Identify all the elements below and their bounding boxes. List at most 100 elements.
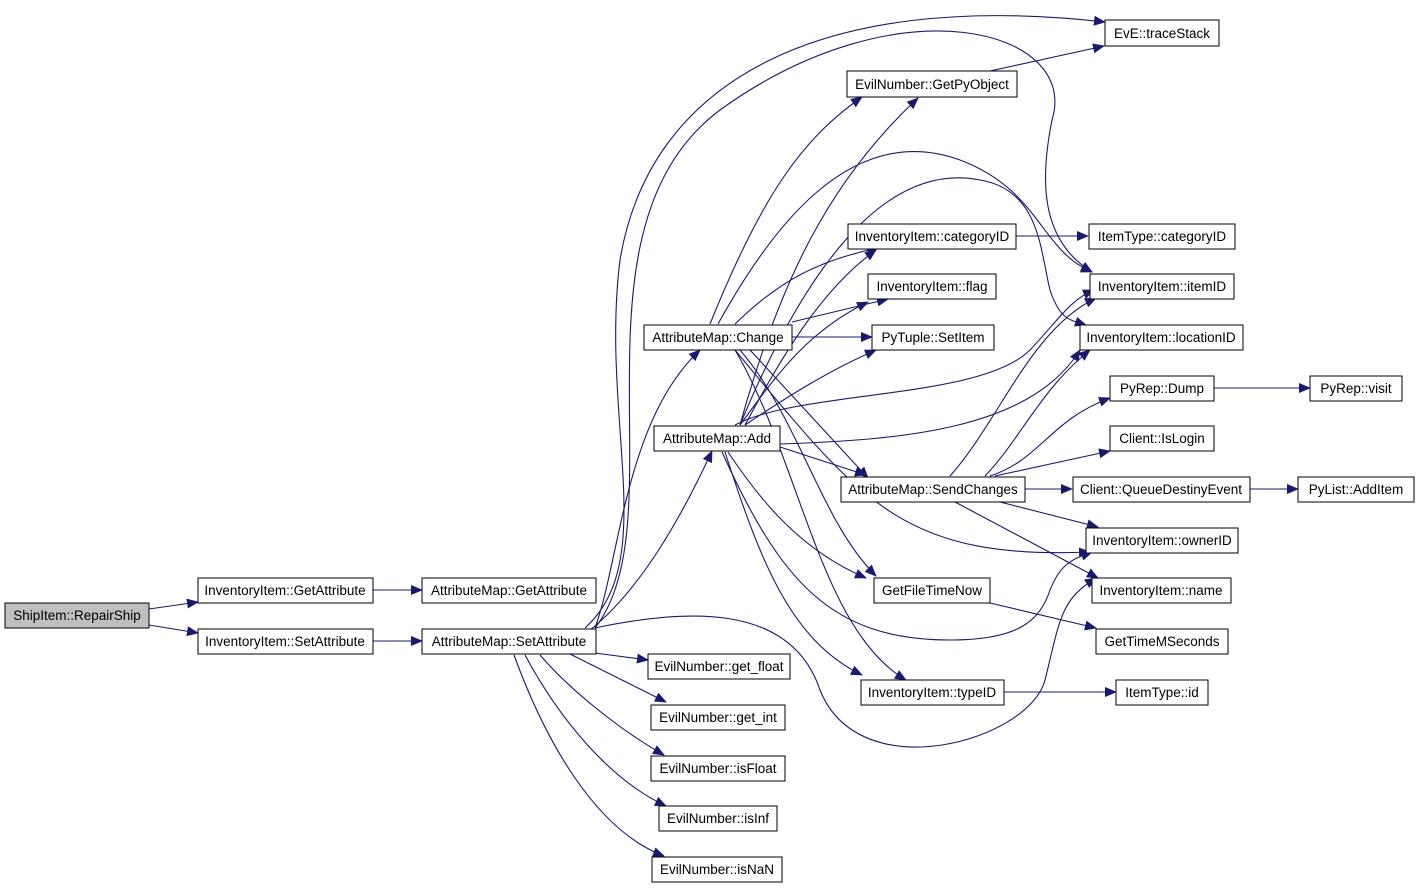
edge-add-typeid (724, 451, 863, 676)
node-en-getint: EvilNumber::get_int (650, 704, 786, 731)
node-gettimemseconds: GetTimeMSeconds (1095, 628, 1229, 655)
edge-amset-getfloat (594, 652, 649, 664)
edge-amset-isnan (513, 654, 665, 857)
node-eve-tracestack: EvE::traceStack (1104, 19, 1220, 47)
edge-change-ownerid (734, 349, 1091, 558)
edge-amset-change (594, 349, 701, 629)
node-am-getattribute: AttributeMap::GetAttribute (421, 577, 597, 604)
node-pyrep-dump: PyRep::Dump (1109, 375, 1215, 402)
node-label: Client::IsLogin (1119, 431, 1205, 446)
node-label: InventoryItem::itemID (1098, 279, 1227, 294)
node-label: InventoryItem::SetAttribute (205, 634, 365, 649)
edge-amset-itemid (594, 30, 1093, 629)
edge-amset-name (594, 577, 1097, 748)
node-label: EvilNumber::get_int (659, 710, 777, 725)
node-pyrep-visit: PyRep::visit (1309, 375, 1403, 402)
node-label: PyRep::visit (1320, 381, 1392, 396)
node-label: InventoryItem::name (1099, 583, 1222, 598)
node-am-add: AttributeMap::Add (653, 425, 781, 452)
node-inv-locationid: InventoryItem::locationID (1079, 324, 1244, 351)
node-label: InventoryItem::ownerID (1092, 533, 1232, 548)
edge-amset-tracestack (584, 15, 1106, 629)
edge-repairship-getattribute (148, 598, 199, 610)
edge-getfiletimenow-mseconds (989, 602, 1097, 631)
node-label: PyRep::Dump (1120, 381, 1204, 396)
node-label: AttributeMap::Add (663, 431, 771, 446)
edge-repairship-setattribute (148, 624, 199, 637)
node-repairship: ShipItem::RepairShip (4, 602, 150, 629)
node-en-isnan: EvilNumber::isNaN (651, 856, 783, 883)
edge-add-locationid-arc (739, 177, 1087, 426)
edge-change-sendchanges (749, 349, 869, 479)
node-label: AttributeMap::SetAttribute (432, 634, 587, 649)
node-label: GetTimeMSeconds (1104, 634, 1219, 649)
edge-change-itemid (717, 151, 1093, 325)
node-label: EvilNumber::isFloat (659, 761, 776, 776)
node-pylist-additem: PyList::AddItem (1297, 476, 1415, 503)
node-client-queuedestinyevent: Client::QueueDestinyEvent (1072, 476, 1251, 503)
node-en-getfloat: EvilNumber::get_float (647, 653, 791, 680)
node-label: AttributeMap::GetAttribute (431, 583, 587, 598)
node-label: EvilNumber::isNaN (660, 862, 774, 877)
node-inv-getattribute: InventoryItem::GetAttribute (197, 577, 374, 604)
node-inv-ownerid: InventoryItem::ownerID (1085, 527, 1239, 554)
node-label: EvE::traceStack (1114, 26, 1210, 41)
node-inv-name: InventoryItem::name (1091, 577, 1232, 604)
node-label: AttributeMap::SendChanges (848, 482, 1018, 497)
edge-sendchanges-ownerid (999, 501, 1099, 530)
edge-add-getpyobject (739, 97, 919, 426)
node-label: GetFileTimeNow (882, 583, 982, 598)
edge-add-locationid (779, 349, 1081, 445)
edge-sendchanges-islogin (994, 448, 1111, 477)
node-label: InventoryItem::GetAttribute (204, 583, 365, 598)
node-label: ItemType::id (1125, 685, 1199, 700)
edge-sendchanges-name (954, 501, 1099, 579)
node-label: InventoryItem::categoryID (855, 229, 1010, 244)
edge-amset-isinf (524, 654, 667, 807)
edge-add-ownerid (721, 451, 1093, 641)
node-am-setattribute: AttributeMap::SetAttribute (421, 628, 597, 655)
node-inv-categoryid: InventoryItem::categoryID (847, 223, 1017, 250)
edge-add-getfiletimenow (727, 451, 867, 579)
node-label: ItemType::categoryID (1098, 229, 1227, 244)
node-en-getpyobject: EvilNumber::GetPyObject (846, 70, 1018, 98)
edge-change-typeid (734, 349, 907, 681)
edge-change-categoryid (734, 245, 879, 325)
node-am-change: AttributeMap::Change (643, 324, 793, 351)
edge-sendchanges-dump (989, 397, 1111, 477)
edge-add-flag (739, 301, 869, 426)
node-label: EvilNumber::GetPyObject (855, 77, 1009, 92)
node-pytuple-setitem: PyTuple::SetItem (871, 324, 995, 351)
node-label: InventoryItem::locationID (1086, 330, 1236, 345)
node-label: PyList::AddItem (1309, 482, 1404, 497)
edge-add-sendchanges (779, 446, 867, 477)
node-label: InventoryItem::flag (876, 279, 987, 294)
edge-sendchanges-locationid (984, 349, 1091, 477)
node-itemtype-id: ItemType::id (1115, 679, 1209, 706)
node-inv-flag: InventoryItem::flag (867, 273, 997, 300)
node-client-islogin: Client::IsLogin (1109, 425, 1215, 452)
node-inv-typeid: InventoryItem::typeID (860, 679, 1005, 706)
node-getfiletimenow: GetFileTimeNow (873, 577, 991, 604)
edge-change-getpyobject (709, 96, 863, 325)
edge-amset-add (589, 450, 713, 631)
node-am-sendchanges: AttributeMap::SendChanges (840, 476, 1026, 503)
node-label: PyTuple::SetItem (881, 330, 984, 345)
edge-amset-getint (569, 653, 667, 703)
node-label: EvilNumber::get_float (654, 659, 783, 674)
edge-amset-isfloat (539, 654, 665, 756)
node-itemtype-categoryid: ItemType::categoryID (1088, 223, 1236, 250)
node-inv-itemid: InventoryItem::itemID (1089, 273, 1235, 300)
node-label: AttributeMap::Change (652, 330, 783, 345)
node-label: Client::QueueDestinyEvent (1080, 482, 1242, 497)
edge-sendchanges-itemid (949, 297, 1097, 477)
node-en-isinf: EvilNumber::isInf (658, 805, 778, 832)
node-en-isfloat: EvilNumber::isFloat (650, 755, 786, 782)
node-label: ShipItem::RepairShip (13, 608, 141, 623)
node-inv-setattribute: InventoryItem::SetAttribute (197, 628, 374, 655)
edge-change-getfiletimenow (739, 349, 877, 577)
node-label: InventoryItem::typeID (868, 685, 997, 700)
edge-getpyobject-tracestack (989, 43, 1105, 72)
edge-change-flag (791, 296, 889, 323)
node-label: EvilNumber::isInf (667, 811, 769, 826)
